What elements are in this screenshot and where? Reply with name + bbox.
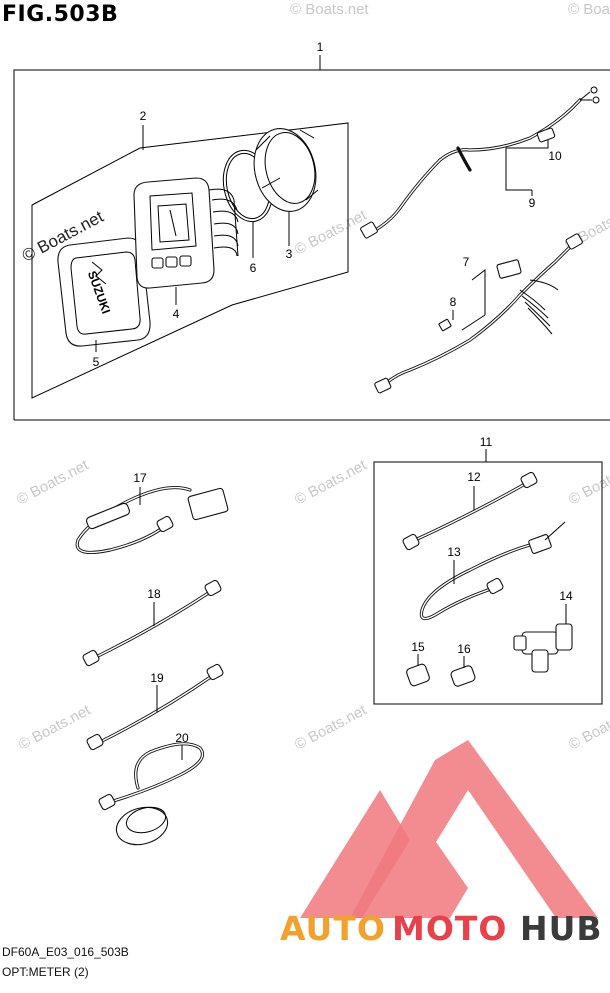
wiring-harness-part-7: [374, 233, 583, 394]
watermark: © Boats.net: [566, 456, 610, 508]
mounting-nut-part: [253, 128, 319, 212]
callout-15: 15: [411, 640, 425, 654]
callout-17: 17: [133, 471, 147, 485]
logo-text-moto: MOTO: [392, 909, 507, 948]
leader-lines-upper: [95, 125, 549, 352]
callout-13: 13: [447, 545, 461, 559]
terminator-parts: [406, 654, 476, 687]
watermark: © Boats.net: [14, 456, 92, 508]
lower-right-frame: [373, 449, 603, 705]
wiring-harness-part-9: [360, 86, 600, 239]
callout-19: 19: [150, 671, 164, 685]
upper-group-frame: [13, 55, 610, 421]
logo-text-auto: AUTO: [280, 909, 386, 948]
cable-part-19: [86, 663, 224, 751]
watermark: © Boats.net: [290, 1, 369, 18]
watermark: © Boats.net: [568, 1, 610, 18]
callout-18: 18: [147, 587, 161, 601]
sensor-part-20: [98, 742, 205, 846]
cable-part-17: [75, 486, 229, 554]
watermark: © Boats.net: [566, 701, 610, 753]
watermark: © Boats.net: [292, 701, 370, 753]
figure-subtitle: OPT:METER (2): [2, 965, 89, 979]
callout-20: 20: [175, 731, 189, 745]
meter-cover-part: SUZUKI: [57, 237, 151, 347]
callout-10: 10: [548, 149, 562, 163]
figure-code: DF60A_E03_016_503B: [2, 945, 129, 959]
watermark: © Boats.net: [292, 456, 370, 508]
callout-12: 12: [467, 470, 481, 484]
watermark: © Boats.net: [292, 206, 370, 258]
callout-11: 11: [480, 435, 493, 449]
figure-title: FIG.503B: [2, 2, 119, 27]
callout-8: 8: [450, 295, 457, 309]
callout-7: 7: [463, 255, 470, 269]
callout-4: 4: [173, 307, 180, 321]
callout-14: 14: [559, 589, 573, 603]
callout-2: 2: [140, 109, 147, 123]
watermark: © Boats.net: [16, 701, 94, 753]
callout-1: 1: [317, 40, 324, 54]
cable-part-13: [419, 521, 566, 621]
automotohub-logo: AUTO MOTO HUB: [280, 740, 603, 948]
callout-16: 16: [457, 642, 471, 656]
callout-5: 5: [93, 355, 100, 369]
logo-text-hub: HUB: [520, 909, 603, 948]
callout-numbers: 1 2 3 4 5 6 7 8 9 10 11 12 13 14 15 16 1…: [93, 40, 573, 745]
t-connector-part-14: [513, 604, 573, 673]
callout-9: 9: [529, 196, 536, 210]
meter-body-part: [133, 177, 239, 289]
cable-part-12: [402, 471, 538, 551]
callout-3: 3: [286, 247, 293, 261]
cable-part-18: [82, 579, 222, 667]
callout-6: 6: [250, 261, 257, 275]
